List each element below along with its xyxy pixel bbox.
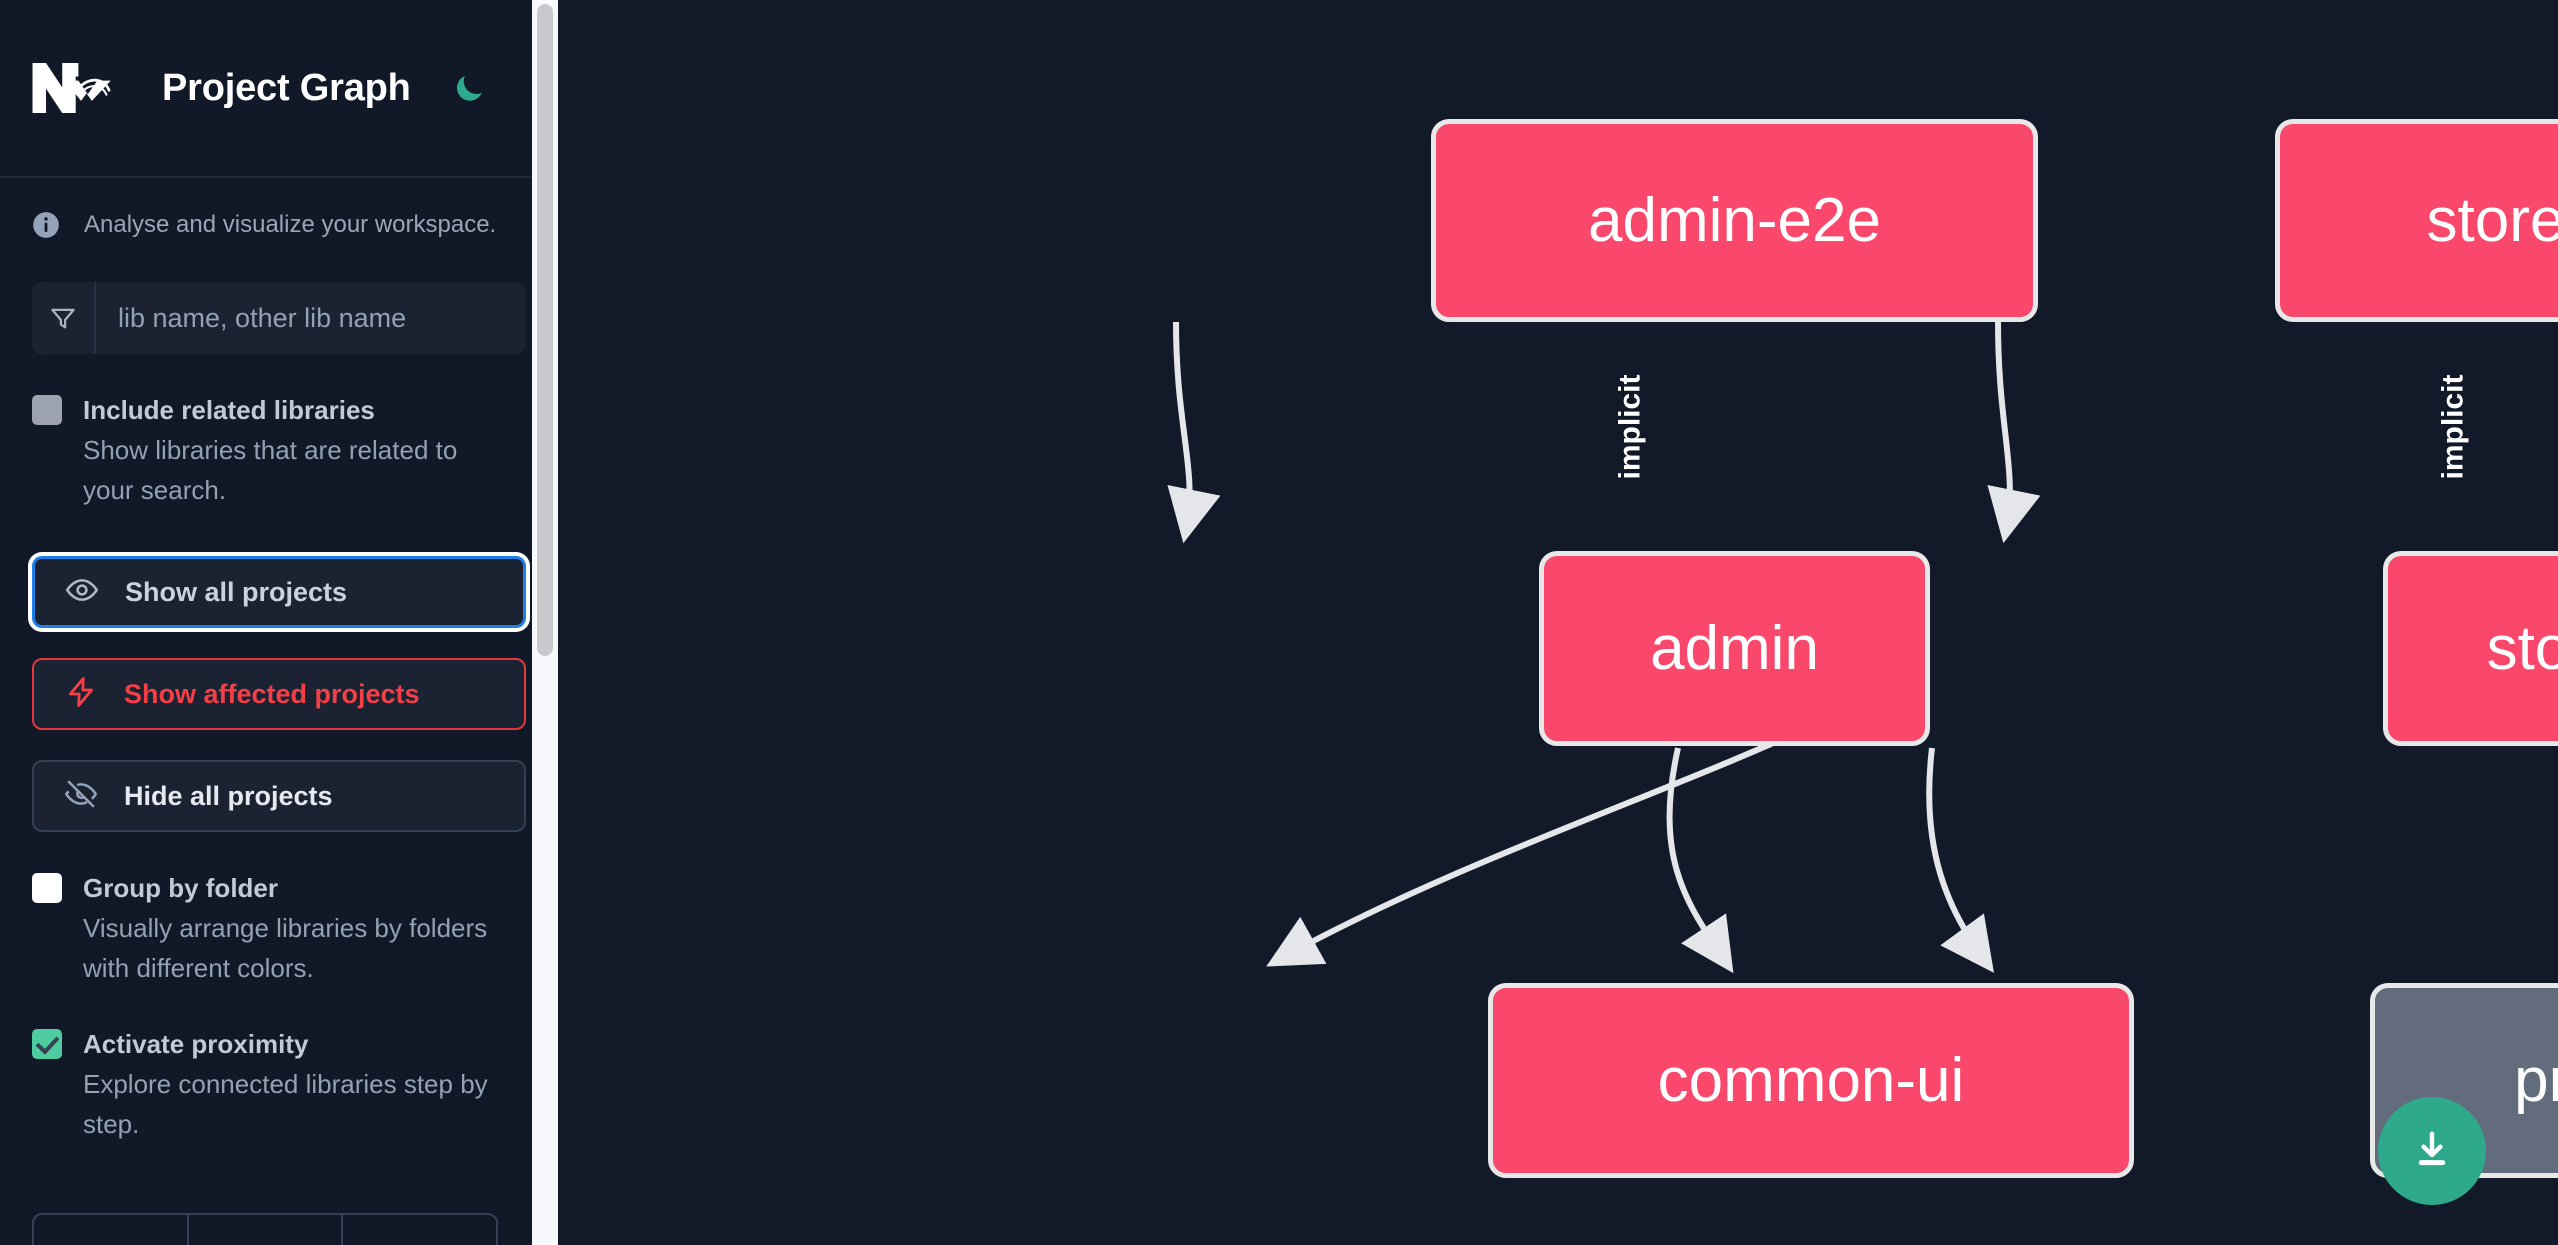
include-related-libraries-checkbox[interactable] [32,395,62,425]
sidebar-info: Analyse and visualize your workspace. [0,178,558,239]
filter-funnel-icon [32,282,96,354]
show-affected-projects-label: Show affected projects [124,678,420,709]
graph-node-store[interactable]: store [2383,551,2558,746]
sidebar-scrollbar-track[interactable] [532,0,558,1245]
proximity-step-segment-1[interactable] [34,1215,189,1245]
sidebar-header: Project Graph [0,0,558,178]
graph-canvas[interactable]: admin-e2e store-e2e admin store common-u… [558,0,2558,1245]
graph-edges [1167,321,2041,974]
sidebar-scroll-area: Project Graph Analyse and visualize yo [0,0,558,1245]
eye-off-icon [64,777,98,816]
activate-proximity-checkbox[interactable] [32,1029,62,1059]
graph-node-admin[interactable]: admin [1539,551,1930,746]
group-by-folder-description: Visually arrange libraries by folders wi… [83,913,488,983]
graph-node-common-ui[interactable]: common-ui [1488,983,2134,1178]
checkbox-row-include-related-libraries[interactable]: Include related libraries Show libraries… [0,390,558,510]
edge-store-to-products [1926,747,1994,973]
sidebar-scrollbar-thumb[interactable] [537,4,553,656]
hide-all-projects-button[interactable]: Hide all projects [32,760,526,832]
proximity-step-segment-2[interactable] [189,1215,344,1245]
hide-all-projects-label: Hide all projects [124,780,333,811]
search-field[interactable] [32,282,526,354]
activate-proximity-description: Explore connected libraries step by step… [83,1069,488,1139]
search-input[interactable] [96,282,526,354]
show-affected-projects-button[interactable]: Show affected projects [32,658,526,730]
info-circle-icon [32,211,60,239]
eye-icon [65,573,99,612]
graph-node-store-e2e[interactable]: store-e2e [2275,119,2558,322]
group-by-folder-label: Group by folder [83,873,278,903]
download-icon [2409,1127,2455,1176]
activate-proximity-label: Activate proximity [83,1029,309,1059]
lightning-bolt-icon [64,675,98,714]
checkbox-row-group-by-folder[interactable]: Group by folder Visually arrange librari… [0,868,558,988]
proximity-step-segment-3[interactable] [343,1215,496,1245]
graph-node-admin-e2e[interactable]: admin-e2e [1431,119,2038,322]
edge-store-to-common-ui [1266,715,1830,967]
app-title: Project Graph [162,66,411,109]
group-by-folder-checkbox[interactable] [32,873,62,903]
sidebar-info-text: Analyse and visualize your workspace. [84,211,497,238]
show-all-projects-label: Show all projects [125,576,348,607]
project-visibility-buttons: Show all projects Show affected projects [0,556,558,832]
edge-admin-e2e-to-admin [1167,321,1221,544]
sidebar: Project Graph Analyse and visualize yo [0,0,558,1245]
checkbox-row-activate-proximity[interactable]: Activate proximity Explore connected lib… [0,1024,558,1144]
proximity-step-segmented-control[interactable] [32,1213,498,1245]
edge-store-e2e-to-store [1987,321,2041,544]
include-related-libraries-label: Include related libraries [83,395,375,425]
download-image-button[interactable] [2378,1097,2486,1205]
show-all-projects-button[interactable]: Show all projects [32,556,526,628]
include-related-libraries-description: Show libraries that are related to your … [83,435,458,505]
moon-icon[interactable] [449,68,489,108]
nx-logo [32,59,114,117]
